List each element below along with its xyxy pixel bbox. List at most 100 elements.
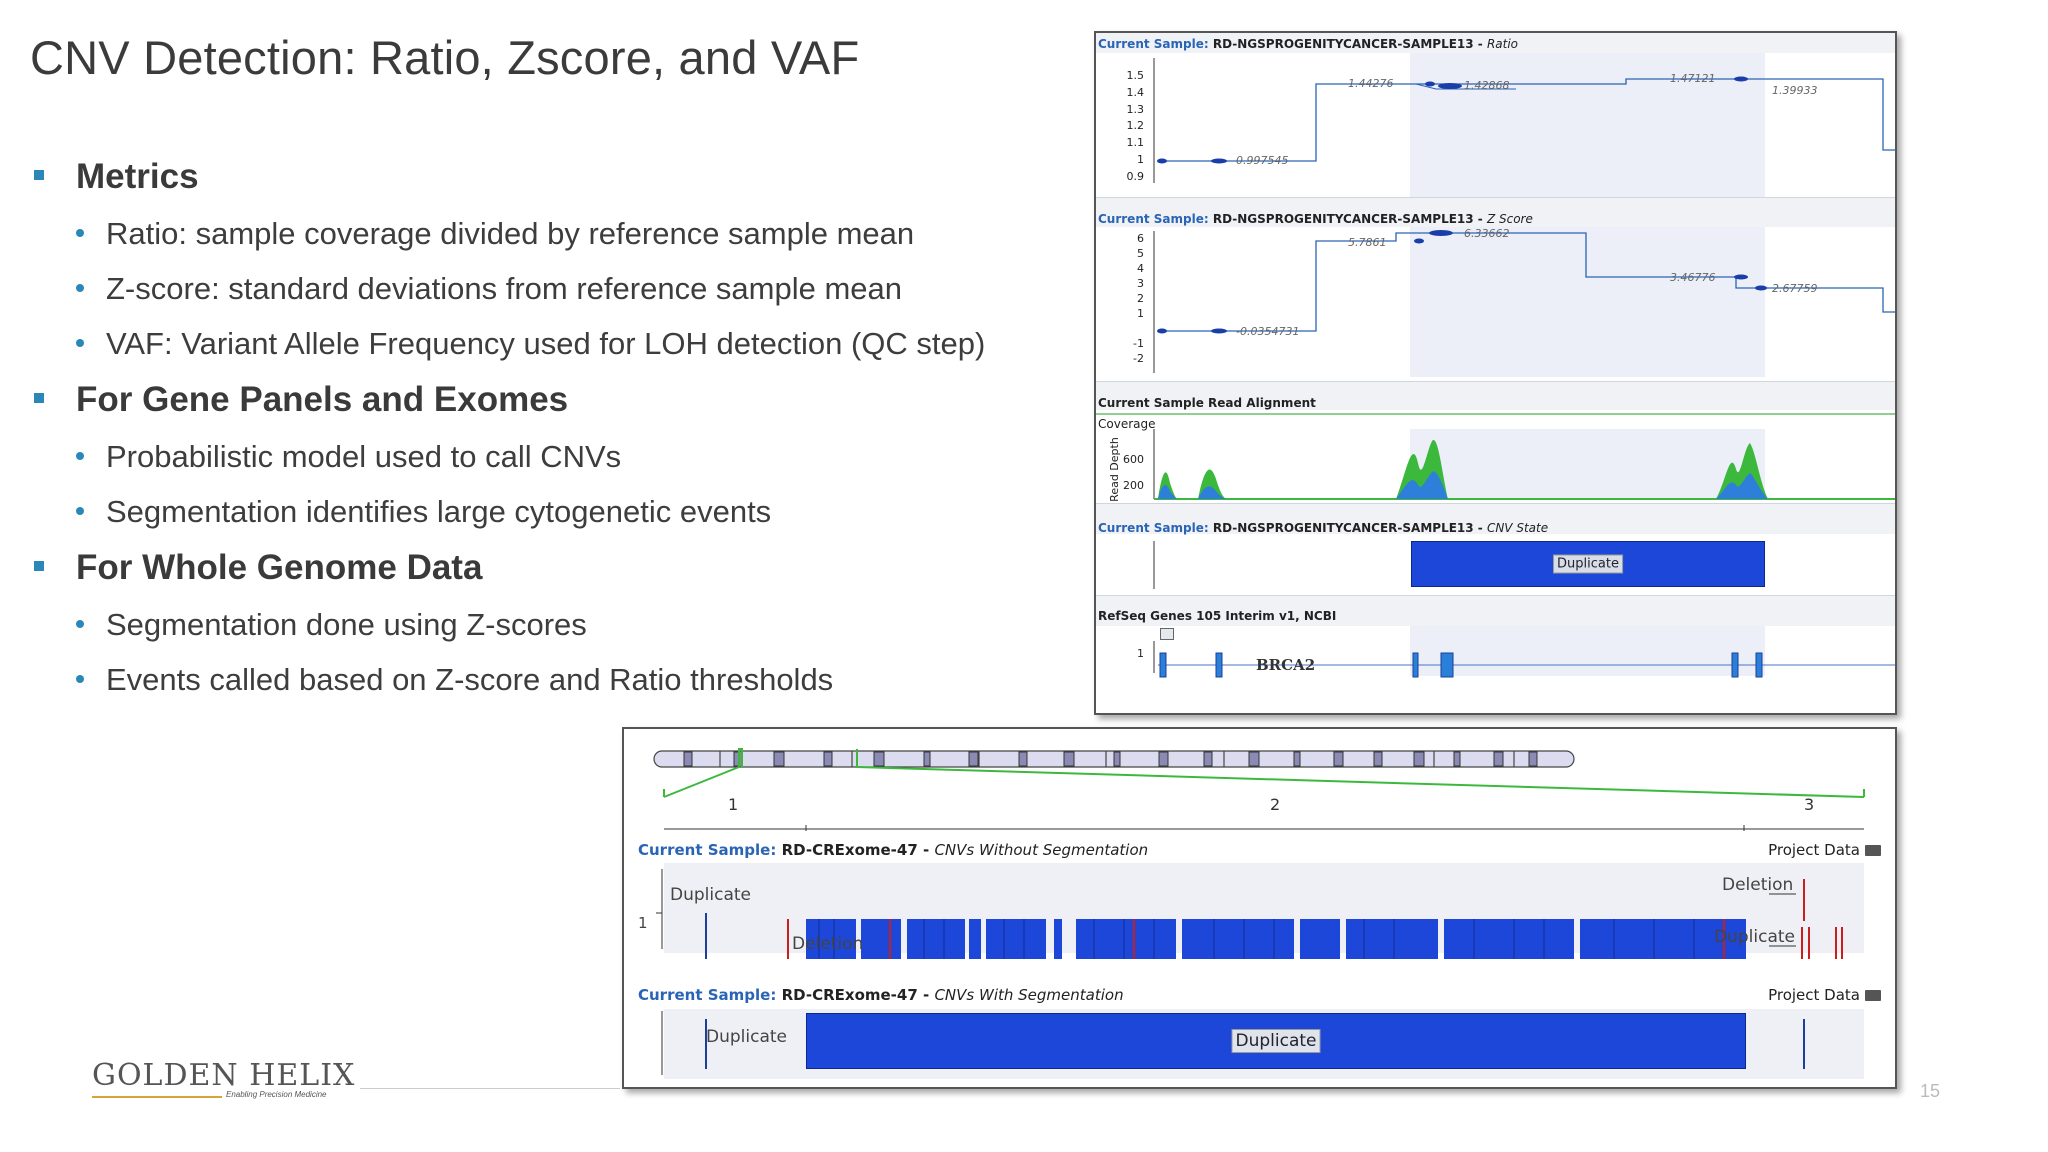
cnv-duplicate-segment[interactable]: Duplicate [1411,541,1765,587]
square-bullet-icon [34,561,44,571]
ratio-track-title: Current Sample: RD-NGSPROGENITYCANCER-SA… [1098,37,1519,51]
cnv-state-axis [1153,541,1155,589]
chromosome-number: 3 [1804,795,1815,814]
page-number: 15 [1920,1081,1941,1101]
project-data-link[interactable]: Project Data [1768,986,1881,1004]
logo-name: GOLDEN HELIX [92,1058,356,1093]
project-data-link[interactable]: Project Data [1768,841,1881,859]
bullet-item: Segmentation identifies large cytogeneti… [30,484,1070,539]
square-bullet-icon [34,393,44,403]
bullet-heading: For Whole Genome Data [30,539,1070,597]
track-header [1096,504,1895,534]
duplicate-call-label: Duplicate [1714,927,1795,947]
bullet-item: Probabilistic model used to call CNVs [30,429,1070,484]
zscore-value-label: -0.0354731 [1236,325,1300,338]
logo-underline [92,1096,222,1098]
ratio-plot [1153,53,1895,205]
gene-list-icon[interactable] [1160,628,1174,640]
cnv-calls-plot [656,863,1864,959]
dot-bullet-icon [76,620,84,628]
dot-bullet-icon [76,507,84,515]
cnv-state-track-title: Current Sample: RD-NGSPROGENITYCANCER-SA… [1098,521,1549,535]
track-header [1096,382,1895,410]
ratio-ytick: 1.3 [1126,103,1145,116]
track-divider [1096,595,1895,596]
chromosome-number: 2 [1270,795,1281,814]
track-header [1096,33,1895,53]
genes-track-title: RefSeq Genes 105 Interim v1, NCBI [1098,609,1337,623]
zscore-ytick: -2 [1133,352,1144,365]
zscore-value-label: 6.33662 [1464,227,1510,240]
ratio-ytick: 1.1 [1126,136,1145,149]
dot-bullet-icon [76,284,84,292]
coverage-ytick: 200 [1123,479,1144,492]
cnv-ytick: 1 [638,914,648,932]
duplicate-call-label: Duplicate [670,885,751,905]
bullet-item: Events called based on Z-score and Ratio… [30,652,1070,707]
ratio-ytick: 1.4 [1126,86,1145,99]
read-alignment-title: Current Sample Read Alignment [1098,396,1316,410]
track-divider [1096,381,1895,382]
track-divider [1096,197,1895,198]
golden-helix-logo: GOLDEN HELIX Enabling Precision Medicine [92,1058,354,1100]
genome-browser-panel: Current Sample: RD-NGSPROGENITYCANCER-SA… [1094,31,1897,715]
folder-icon [1865,844,1881,856]
zscore-plot [1153,227,1895,377]
square-bullet-icon [34,170,44,180]
bullet-item: Z-score: standard deviations from refere… [30,261,1070,316]
ratio-value-label: 0.997545 [1236,154,1289,167]
dot-bullet-icon [76,452,84,460]
exome-cnv-panel: 1 2 3 Current Sample: RD-CRExome-47 - CN… [622,727,1897,1089]
ratio-value-label: 1.42868 [1464,79,1510,92]
zscore-value-label: 2.67759 [1772,282,1818,295]
zscore-ytick: 6 [1137,232,1144,245]
bullet-list: Metrics Ratio: sample coverage divided b… [30,148,1070,707]
bullet-item: VAF: Variant Allele Frequency used for L… [30,316,1070,371]
deletion-call-label: Deletion [792,934,864,954]
dot-bullet-icon [76,229,84,237]
ratio-ytick: 1 [1137,153,1144,166]
dot-bullet-icon [76,675,84,683]
genes-ytick: 1 [1137,647,1144,660]
deletion-call-label: Deletion [1722,875,1794,895]
gene-model [1153,626,1895,678]
bullet-heading: Metrics [30,148,1070,206]
chromosome-ideogram [653,748,1865,831]
coverage-label: Coverage [1098,417,1156,431]
ratio-value-label: 1.47121 [1670,72,1716,85]
segmented-duplicate-region[interactable]: Duplicate [806,1013,1746,1069]
coverage-plot [1153,429,1895,500]
cnvs-without-segmentation-title: Current Sample: RD-CRExome-47 - CNVs Wit… [638,841,1149,859]
track-header [1096,197,1895,227]
gene-name-label[interactable]: BRCA2 [1256,656,1316,674]
zscore-value-label: 5.7861 [1348,236,1387,249]
folder-icon [1865,989,1881,1001]
zscore-ytick: 2 [1137,292,1144,305]
footer-divider [360,1088,620,1089]
zscore-ytick: 5 [1137,247,1144,260]
ratio-ytick: 1.5 [1126,69,1145,82]
bullet-item: Ratio: sample coverage divided by refere… [30,206,1070,261]
bullet-heading: For Gene Panels and Exomes [30,371,1070,429]
duplicate-call-label: Duplicate [706,1027,787,1047]
coverage-ytick: 600 [1123,453,1144,466]
ratio-ytick: 0.9 [1126,170,1145,183]
zscore-ytick: 4 [1137,262,1144,275]
ratio-value-label: 1.39933 [1772,84,1818,97]
zscore-ytick: 1 [1137,307,1144,320]
track-header [1096,596,1895,626]
dot-bullet-icon [76,339,84,347]
zscore-ytick: -1 [1133,337,1144,350]
chromosome-number: 1 [728,795,739,814]
ratio-value-label: 1.44276 [1348,77,1394,90]
zscore-ytick: 3 [1137,277,1144,290]
zscore-track-title: Current Sample: RD-NGSPROGENITYCANCER-SA… [1098,212,1533,226]
slide-title: CNV Detection: Ratio, Zscore, and VAF [30,31,860,84]
duplicate-label: Duplicate [1553,554,1623,574]
track-divider [1096,413,1895,415]
cnvs-with-segmentation-title: Current Sample: RD-CRExome-47 - CNVs Wit… [638,986,1124,1004]
zscore-value-label: 3.46776 [1670,271,1716,284]
track-divider [1096,503,1895,504]
duplicate-label: Duplicate [1231,1029,1321,1053]
logo-tagline: Enabling Precision Medicine [226,1090,327,1099]
